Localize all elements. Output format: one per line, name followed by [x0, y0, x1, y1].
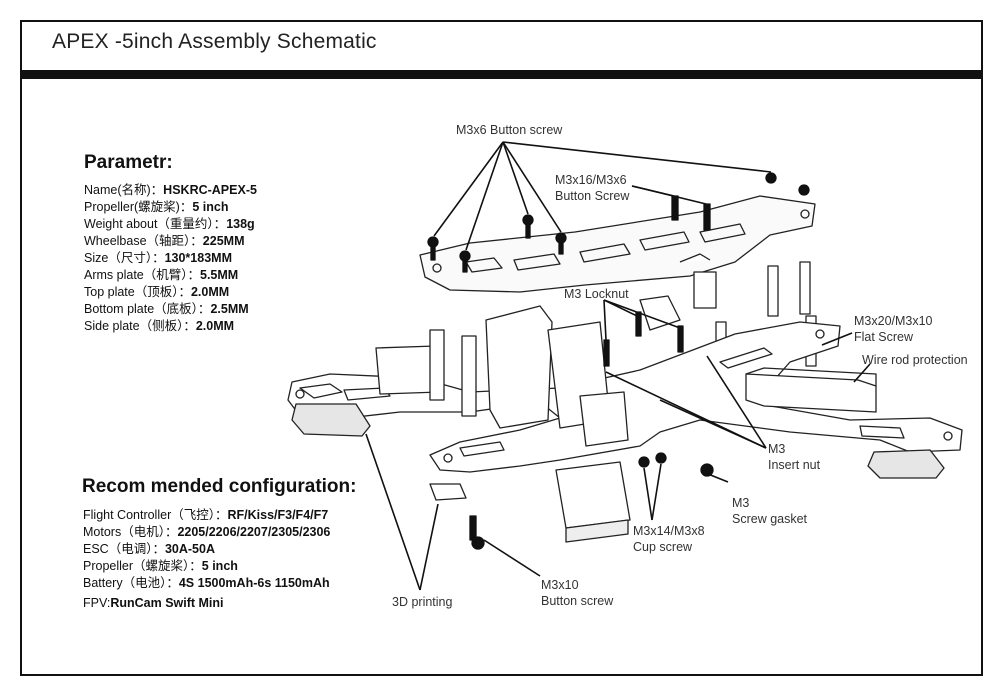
param-value: 130*183MM — [164, 251, 232, 265]
config-label: FPV: — [83, 596, 111, 610]
param-value: 225MM — [202, 234, 245, 248]
page-title: APEX -5inch Assembly Schematic — [52, 30, 377, 53]
callout-gasket-line2: Screw gasket — [732, 512, 808, 526]
parameters-heading: Parametr: — [84, 152, 173, 173]
param-label: Bottom plate（底板）： — [84, 302, 211, 316]
param-value: 2.5MM — [210, 302, 249, 316]
parameters-list: Name(名称)：HSKRC-APEX-5 Propeller(螺旋桨)：5 i… — [84, 182, 257, 335]
param-label: Size（尺寸）： — [84, 251, 165, 265]
param-value: 138g — [226, 217, 255, 231]
page-frame — [20, 20, 983, 676]
callout-m3x10-line2: Button screw — [541, 594, 614, 608]
callout-insert-nut-line2: Insert nut — [768, 458, 821, 472]
param-row: Bottom plate（底板）：2.5MM — [84, 301, 257, 318]
callout-3d-printing: 3D printing — [392, 595, 453, 609]
param-row: Top plate（顶板）：2.0MM — [84, 284, 257, 301]
config-value: 5 inch — [201, 559, 238, 573]
configuration-list: Flight Controller（飞控）：RF/Kiss/F3/F4/F7 M… — [83, 507, 330, 612]
param-row: Arms plate（机臂）：5.5MM — [84, 267, 257, 284]
config-value: RF/Kiss/F3/F4/F7 — [227, 508, 329, 522]
config-label: Flight Controller（飞控）： — [83, 508, 228, 522]
title-bar — [20, 20, 983, 79]
param-row: Wheelbase（轴距）：225MM — [84, 233, 257, 250]
param-row: Weight about（重量约）：138g — [84, 216, 257, 233]
param-value: HSKRC-APEX-5 — [163, 183, 257, 197]
config-row: Motors（电机）：2205/2206/2207/2305/2306 — [83, 524, 330, 541]
param-value: 2.0MM — [190, 285, 230, 299]
param-row: Side plate（侧板）：2.0MM — [84, 318, 257, 335]
config-value: RunCam Swift Mini — [110, 596, 224, 610]
param-row: Name(名称)：HSKRC-APEX-5 — [84, 182, 257, 199]
param-value: 2.0MM — [195, 319, 235, 333]
callout-gasket-line1: M3 — [732, 496, 750, 510]
config-label: Motors（电机）： — [83, 525, 178, 539]
callout-insert-nut-line1: M3 — [768, 442, 786, 456]
config-row: FPV:RunCam Swift Mini — [83, 595, 330, 612]
config-row: Flight Controller（飞控）：RF/Kiss/F3/F4/F7 — [83, 507, 330, 524]
camera-mount — [555, 461, 631, 543]
param-label: Top plate（顶板）： — [84, 285, 191, 299]
param-label: Side plate（侧板）： — [84, 319, 196, 333]
config-row: ESC（电调）：30A-50A — [83, 541, 330, 558]
param-row: Size（尺寸）：130*183MM — [84, 250, 257, 267]
callout-m3x20-line1: M3x20/M3x10 — [854, 314, 933, 328]
callout-wire-rod-protection: Wire rod protection — [862, 353, 968, 367]
printed-parts — [291, 403, 945, 501]
param-value: 5 inch — [192, 200, 229, 214]
top-plate — [419, 195, 816, 293]
param-label: Propeller(螺旋桨)： — [84, 200, 193, 214]
wire-rod-protection — [745, 367, 877, 413]
config-row: Propeller（螺旋桨）：5 inch — [83, 558, 330, 575]
callout-m3x16-line1: M3x16/M3x6 — [555, 173, 627, 187]
config-label: Battery（电池）： — [83, 576, 179, 590]
config-label: ESC（电调）： — [83, 542, 165, 556]
param-label: Arms plate（机臂）： — [84, 268, 200, 282]
param-row: Propeller(螺旋桨)：5 inch — [84, 199, 257, 216]
param-value: 5.5MM — [200, 268, 239, 282]
callout-m3x16-line2: Button Screw — [555, 189, 630, 203]
config-label: Propeller（螺旋桨）： — [83, 559, 202, 573]
param-label: Name(名称)： — [84, 183, 164, 197]
callout-m3x6-button-screw: M3x6 Button screw — [456, 123, 563, 137]
callout-m3x20-line2: Flat Screw — [854, 330, 914, 344]
config-value: 2205/2206/2207/2305/2306 — [177, 525, 331, 539]
param-label: Wheelbase（轴距）： — [84, 234, 203, 248]
leader-lines — [365, 141, 871, 591]
callout-cup-screw-line2: Cup screw — [633, 540, 693, 554]
configuration-heading: Recom mended configuration: — [82, 476, 357, 497]
callout-m3x10-line1: M3x10 — [541, 578, 579, 592]
side-plates — [375, 295, 681, 447]
param-label: Weight about（重量约）： — [84, 217, 227, 231]
config-row: Battery（电池）：4S 1500mAh-6s 1150mAh — [83, 575, 330, 592]
config-value: 30A-50A — [164, 542, 215, 556]
callout-m3-locknut: M3 Locknut — [564, 287, 629, 301]
screws — [427, 172, 810, 550]
callout-cup-screw-line1: M3x14/M3x8 — [633, 524, 705, 538]
config-value: 4S 1500mAh-6s 1150mAh — [178, 576, 330, 590]
